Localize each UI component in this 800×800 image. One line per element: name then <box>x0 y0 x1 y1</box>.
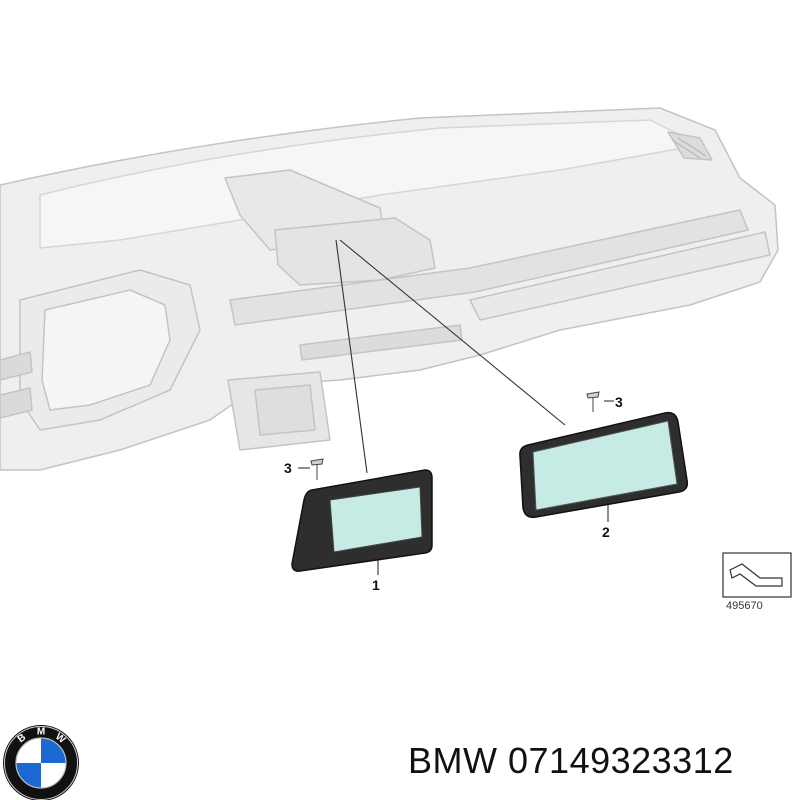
bmw-logo-letter: M <box>37 727 45 738</box>
display-1-part <box>291 469 433 572</box>
screw-left-icon <box>310 458 324 480</box>
screw-right-icon <box>586 391 600 412</box>
part-number: 07149323312 <box>508 740 734 781</box>
brand-part-number: BMW 07149323312 <box>408 740 734 782</box>
dashboard-illustration <box>0 107 779 471</box>
callout-3-left: 3 <box>284 460 292 476</box>
reference-box-icon <box>722 552 792 598</box>
leader-lines <box>298 239 614 575</box>
display-2-part <box>519 411 689 519</box>
callout-2: 2 <box>602 524 610 540</box>
leader-line-2 <box>339 239 566 426</box>
brand-name: BMW <box>408 740 498 781</box>
callout-3-right: 3 <box>615 394 623 410</box>
reference-number: 495670 <box>726 600 763 612</box>
callout-1: 1 <box>372 577 380 593</box>
leader-line-1 <box>335 239 368 474</box>
